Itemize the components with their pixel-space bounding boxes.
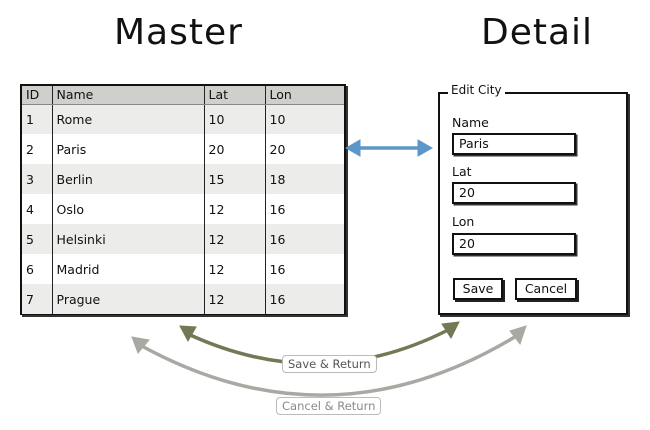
column-header-lon[interactable]: Lon <box>265 86 344 105</box>
save-button[interactable]: Save <box>453 278 503 300</box>
cell-id: 3 <box>22 164 53 194</box>
lon-field[interactable]: 20 <box>452 233 576 255</box>
cell-name: Berlin <box>52 164 205 194</box>
cell-lon: 20 <box>269 141 286 157</box>
cell-lon: 18 <box>269 171 286 187</box>
cell-lon: 16 <box>269 291 286 307</box>
lat-field-label: Lat <box>452 164 472 179</box>
cell-name: Paris <box>52 134 205 164</box>
master-heading: Master <box>114 12 243 53</box>
save-return-label: Save & Return <box>282 355 377 373</box>
cell-name: Prague <box>52 284 205 314</box>
column-header-name[interactable]: Name <box>52 86 205 105</box>
lat-field[interactable]: 20 <box>452 182 576 204</box>
cell-lat: 12 <box>204 194 266 224</box>
cell-lon: 16 <box>269 201 286 217</box>
cell-lon: 16 <box>269 231 286 247</box>
cancel-button[interactable]: Cancel <box>515 278 577 300</box>
cell-lat: 15 <box>204 164 266 194</box>
save-return-arrow-head-right <box>441 321 460 340</box>
lon-field-label: Lon <box>452 214 475 229</box>
column-header-id[interactable]: ID <box>22 86 53 105</box>
cancel-return-arrow-head-left <box>131 336 150 354</box>
name-field-label: Name <box>452 115 489 130</box>
cell-lat: 12 <box>204 254 266 284</box>
cell-lat: 12 <box>204 284 266 314</box>
cell-name: Oslo <box>52 194 205 224</box>
edit-city-legend: Edit City <box>448 83 505 97</box>
name-field[interactable]: Paris <box>452 133 576 155</box>
save-return-arrow-head-left <box>179 325 197 343</box>
cell-lon: 10 <box>269 111 286 127</box>
cell-id: 2 <box>22 134 53 164</box>
cell-name: Rome <box>52 104 205 134</box>
table-header-row: ID Name Lat Lon <box>22 86 344 105</box>
cancel-return-label: Cancel & Return <box>276 397 382 415</box>
cancel-return-arrow-icon <box>131 325 527 397</box>
cell-id: 1 <box>22 104 53 134</box>
sync-arrow-head-left <box>344 139 361 157</box>
cell-id: 4 <box>22 194 53 224</box>
cancel-return-arrow-path <box>138 333 520 397</box>
cell-id: 6 <box>22 254 53 284</box>
cell-name: Helsinki <box>52 224 205 254</box>
sync-arrow-head-right <box>417 139 434 157</box>
cancel-return-arrow-head-right <box>509 325 527 346</box>
cell-lat: 12 <box>204 224 266 254</box>
cell-id: 5 <box>22 224 53 254</box>
cell-name: Madrid <box>52 254 205 284</box>
cell-id: 7 <box>22 284 53 314</box>
detail-heading: Detail <box>481 12 594 53</box>
cell-lat: 20 <box>204 134 266 164</box>
cell-lat: 10 <box>204 104 266 134</box>
column-header-lat[interactable]: Lat <box>204 86 266 105</box>
cell-lon: 16 <box>269 261 286 277</box>
sync-arrow-icon <box>344 139 434 157</box>
